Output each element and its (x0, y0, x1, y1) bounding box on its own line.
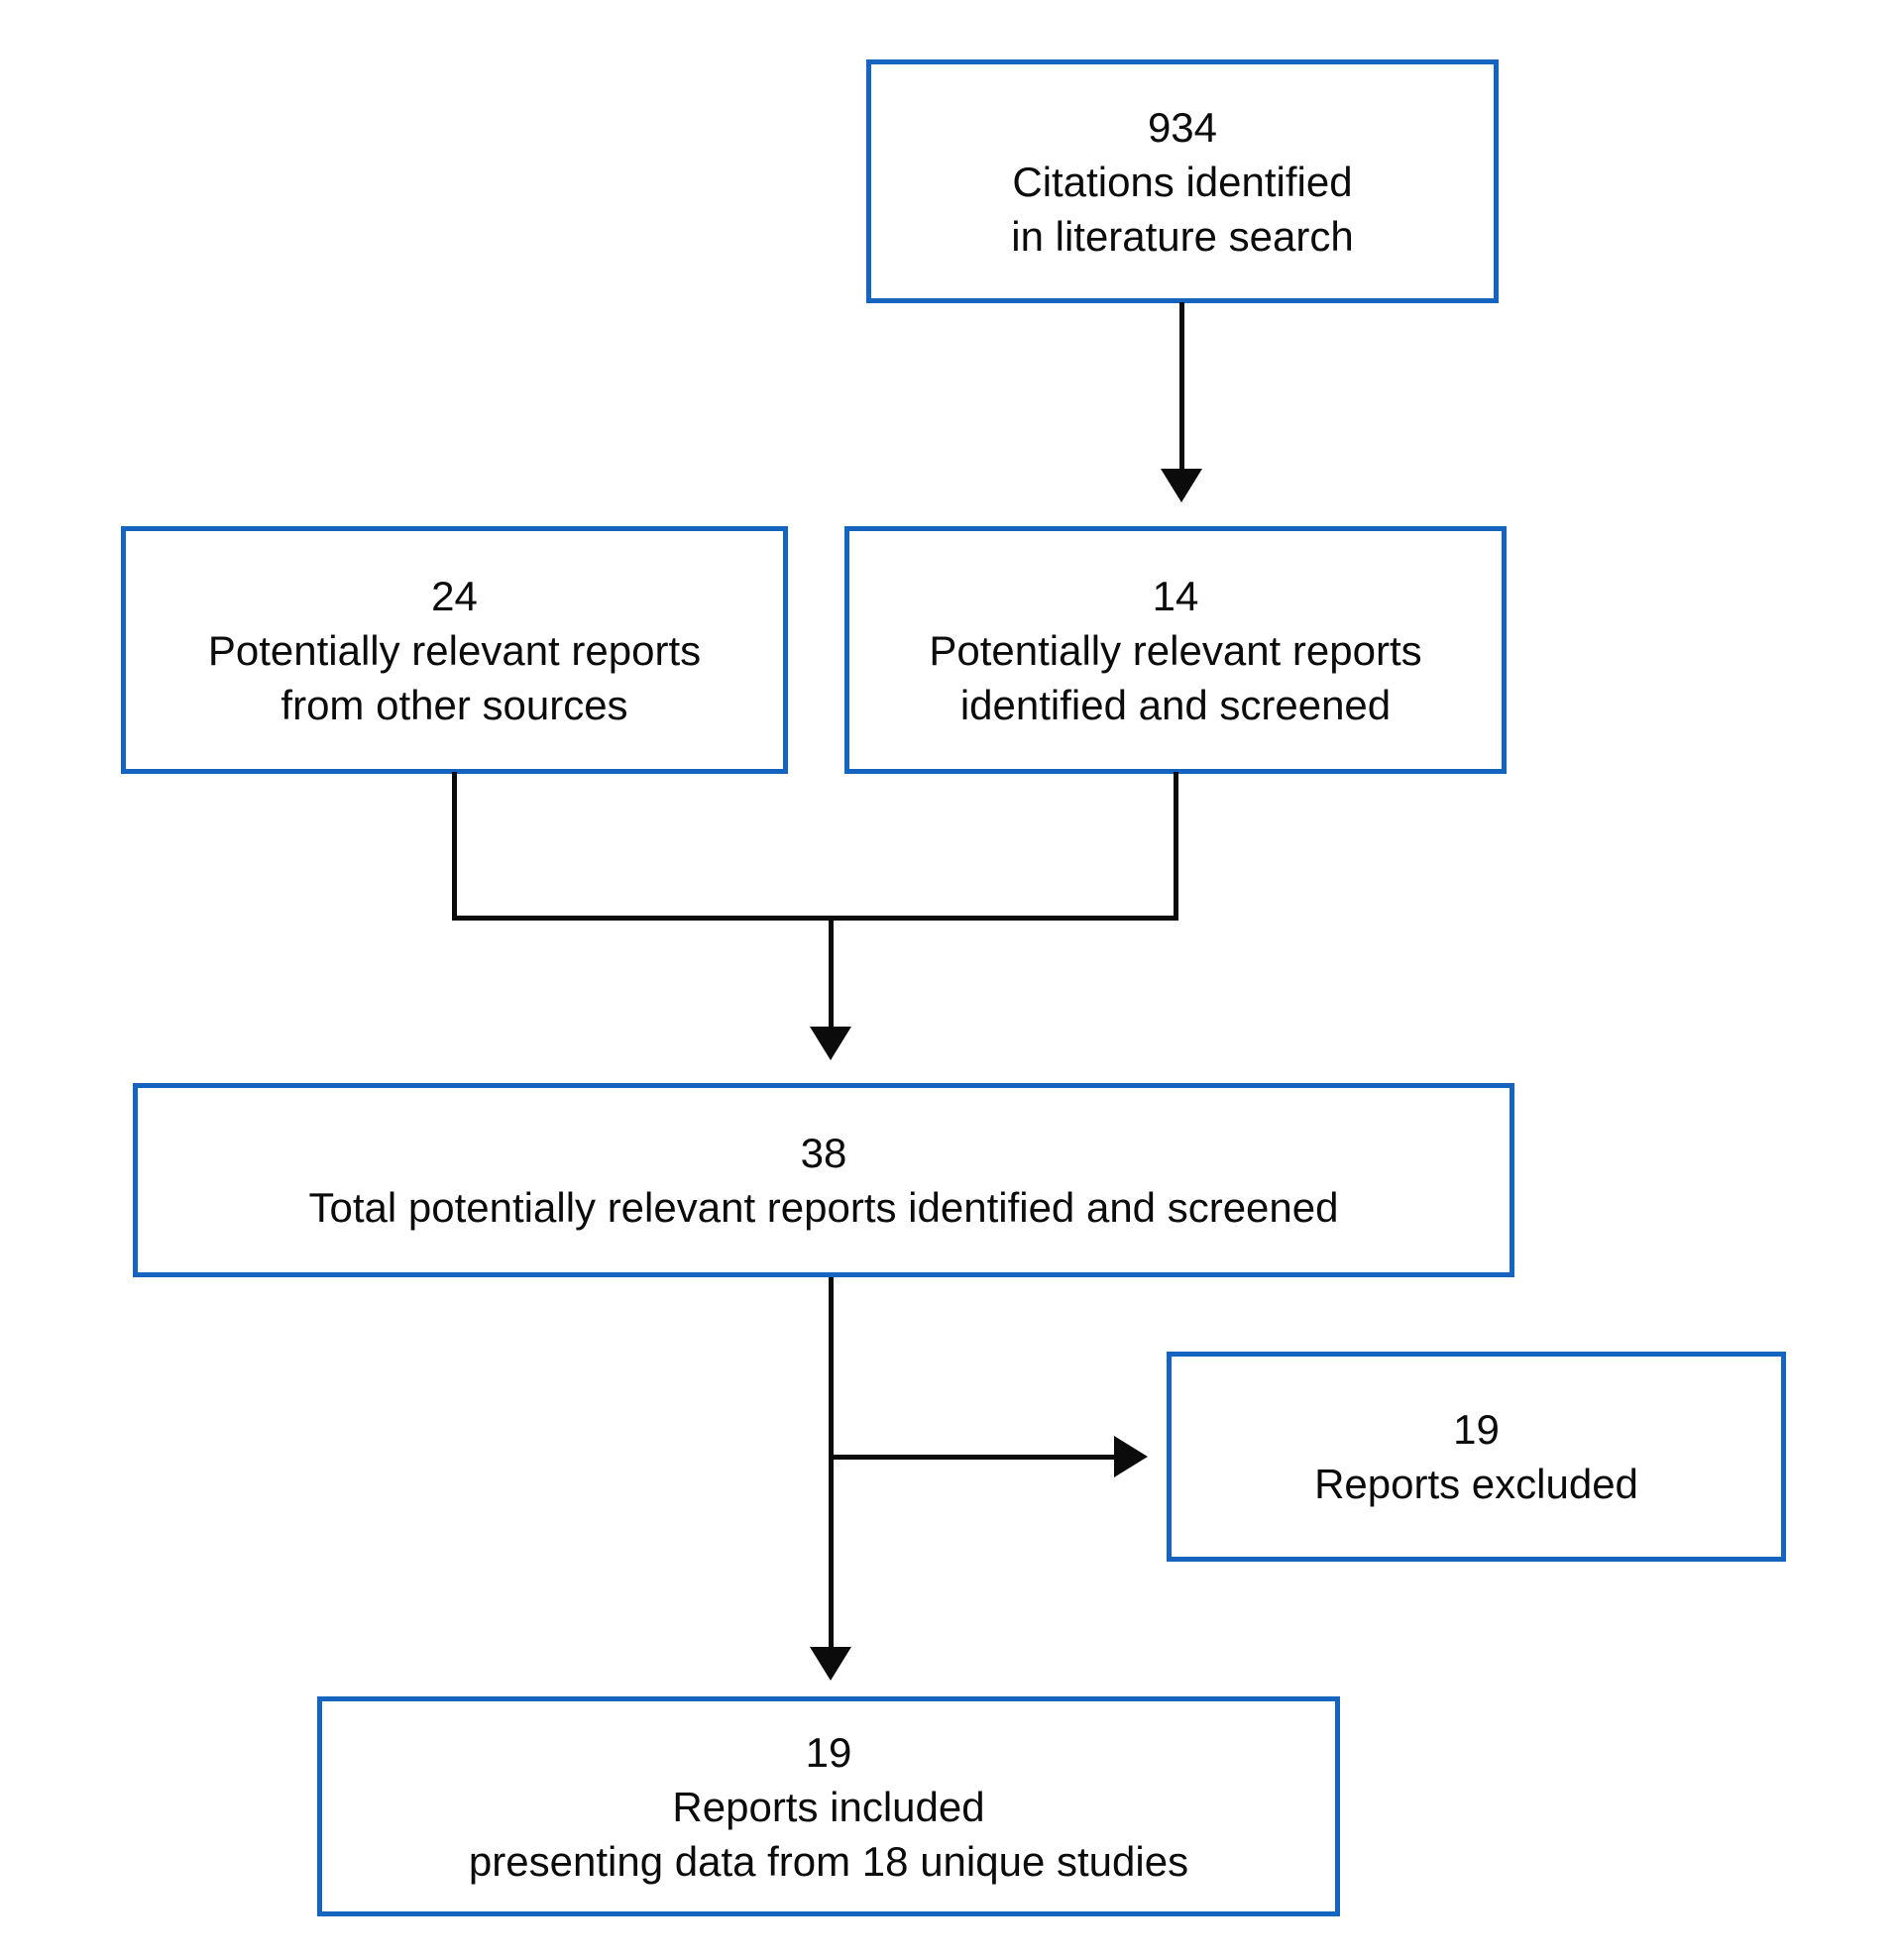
node-label-line: Reports included (672, 1783, 985, 1830)
edge-merge-to-total (829, 918, 834, 1029)
edge-merge-horizontal (452, 916, 1178, 921)
edge-total-to-included (829, 1277, 834, 1649)
node-label-line: presenting data from 18 unique studies (468, 1837, 1189, 1885)
node-label-line: from other sources (280, 681, 628, 728)
node-reports-identified-screened: 14 Potentially relevant reports identifi… (844, 526, 1507, 774)
node-label-line: identified and screened (959, 681, 1392, 728)
node-reports-included: 19 Reports included presenting data from… (317, 1696, 1340, 1916)
node-label-line: Citations identified (1012, 158, 1353, 205)
node-label-line: Total potentially relevant reports ident… (308, 1184, 1339, 1231)
node-reports-other-sources: 24 Potentially relevant reports from oth… (121, 526, 788, 774)
node-count: 14 (1152, 572, 1199, 619)
node-count: 38 (800, 1130, 847, 1176)
node-citations-identified: 934 Citations identified in literature s… (866, 59, 1499, 303)
arrowhead-down-icon (1161, 469, 1202, 502)
node-label-line: Potentially relevant reports (929, 626, 1422, 674)
edge-branch-to-excluded (831, 1455, 1116, 1460)
arrowhead-down-icon (810, 1027, 851, 1060)
node-label-line: Reports excluded (1314, 1461, 1638, 1507)
node-count: 934 (1147, 103, 1218, 151)
arrowhead-down-icon (810, 1647, 851, 1681)
edge-screened-down (1174, 772, 1178, 921)
node-label-line: in literature search (1011, 212, 1354, 260)
arrowhead-right-icon (1114, 1436, 1148, 1477)
node-count: 24 (431, 572, 478, 619)
node-count: 19 (1453, 1406, 1500, 1453)
node-total-reports-screened: 38 Total potentially relevant reports id… (133, 1083, 1514, 1277)
node-count: 19 (805, 1728, 852, 1776)
edge-other-sources-down (452, 772, 457, 921)
node-reports-excluded: 19 Reports excluded (1167, 1352, 1786, 1562)
edge-citations-to-screened (1179, 302, 1184, 471)
node-label-line: Potentially relevant reports (207, 626, 702, 674)
